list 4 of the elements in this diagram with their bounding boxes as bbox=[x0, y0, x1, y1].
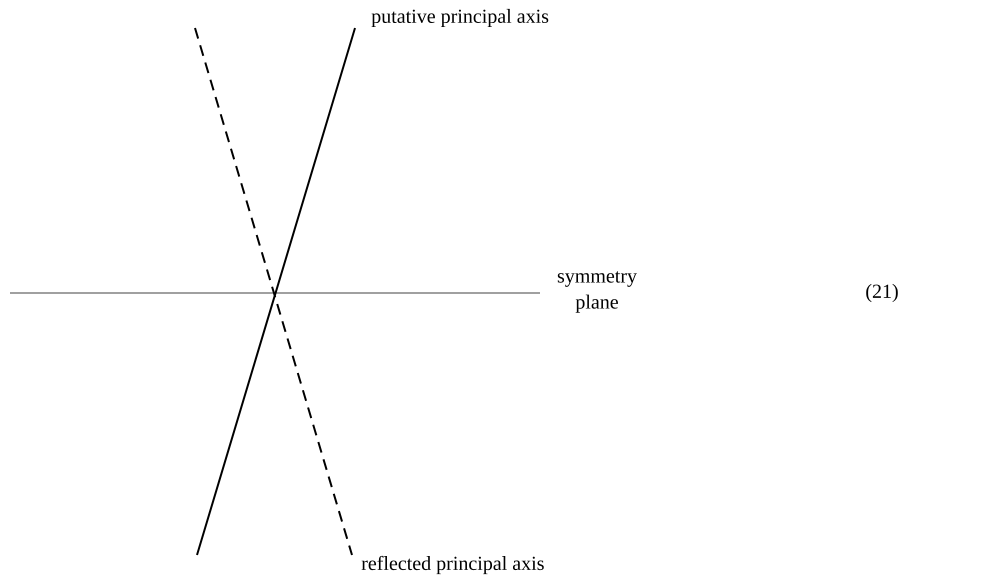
axis-label: putative principal axis bbox=[372, 8, 548, 28]
plane-label: symmetry plane bbox=[558, 271, 637, 313]
equation-number: (21) bbox=[866, 284, 898, 302]
axis-label: reflected principal axis bbox=[362, 556, 544, 574]
